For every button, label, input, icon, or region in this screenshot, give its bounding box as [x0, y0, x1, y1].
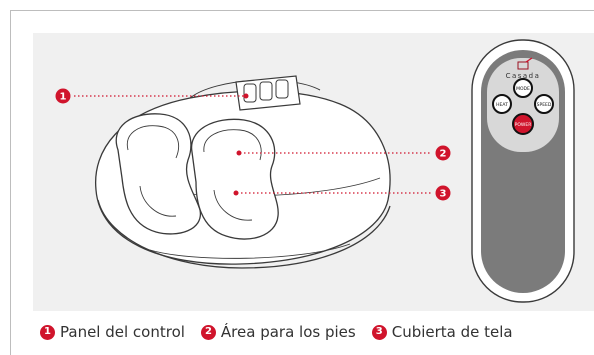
heat-button[interactable]: HEAT	[492, 94, 512, 114]
callout-marker-icon	[435, 145, 451, 161]
frame-border-left	[10, 10, 11, 355]
callout-1: 1	[55, 88, 249, 104]
callout-3: 3	[233, 185, 451, 201]
right-foot-well	[191, 118, 279, 240]
callout-marker-icon	[435, 185, 451, 201]
callout-number: 3	[440, 189, 447, 200]
mode-button[interactable]: MODE	[513, 78, 533, 98]
remote-control-illustration: Casada MODE HEAT SPEED POWER	[471, 39, 575, 303]
legend-item-control-panel: 1 Panel del control	[40, 323, 185, 341]
callout-marker-icon	[55, 88, 71, 104]
mode-button-label: MODE	[516, 86, 530, 92]
legend-label: Cubierta de tela	[391, 323, 513, 341]
legend-item-fabric-cover: 3 Cubierta de tela	[371, 323, 513, 341]
power-button-label: POWER	[515, 122, 532, 128]
heat-button-label: HEAT	[496, 102, 508, 108]
remote-brand: Casada	[506, 72, 541, 80]
speed-button[interactable]: SPEED	[534, 94, 554, 114]
legend: 1 Panel del control 2 Área para los pies…	[40, 319, 513, 345]
legend-label: Área para los pies	[220, 323, 356, 341]
legend-number-badge: 3	[371, 324, 387, 340]
legend-number-badge: 2	[200, 324, 216, 340]
callout-number: 2	[440, 149, 447, 160]
legend-label: Panel del control	[60, 323, 185, 341]
remote-logo-icon	[517, 57, 533, 70]
power-button[interactable]: POWER	[512, 113, 534, 135]
callout-number: 1	[60, 92, 67, 103]
speed-button-label: SPEED	[537, 102, 552, 108]
callout-2: 2	[236, 145, 451, 161]
control-panel-shape	[235, 75, 301, 111]
frame-border-top	[10, 10, 594, 11]
legend-number-badge: 1	[40, 324, 55, 340]
massager-illustration	[94, 75, 391, 269]
legend-item-foot-area: 2 Área para los pies	[200, 323, 356, 341]
left-foot-well	[115, 113, 201, 235]
